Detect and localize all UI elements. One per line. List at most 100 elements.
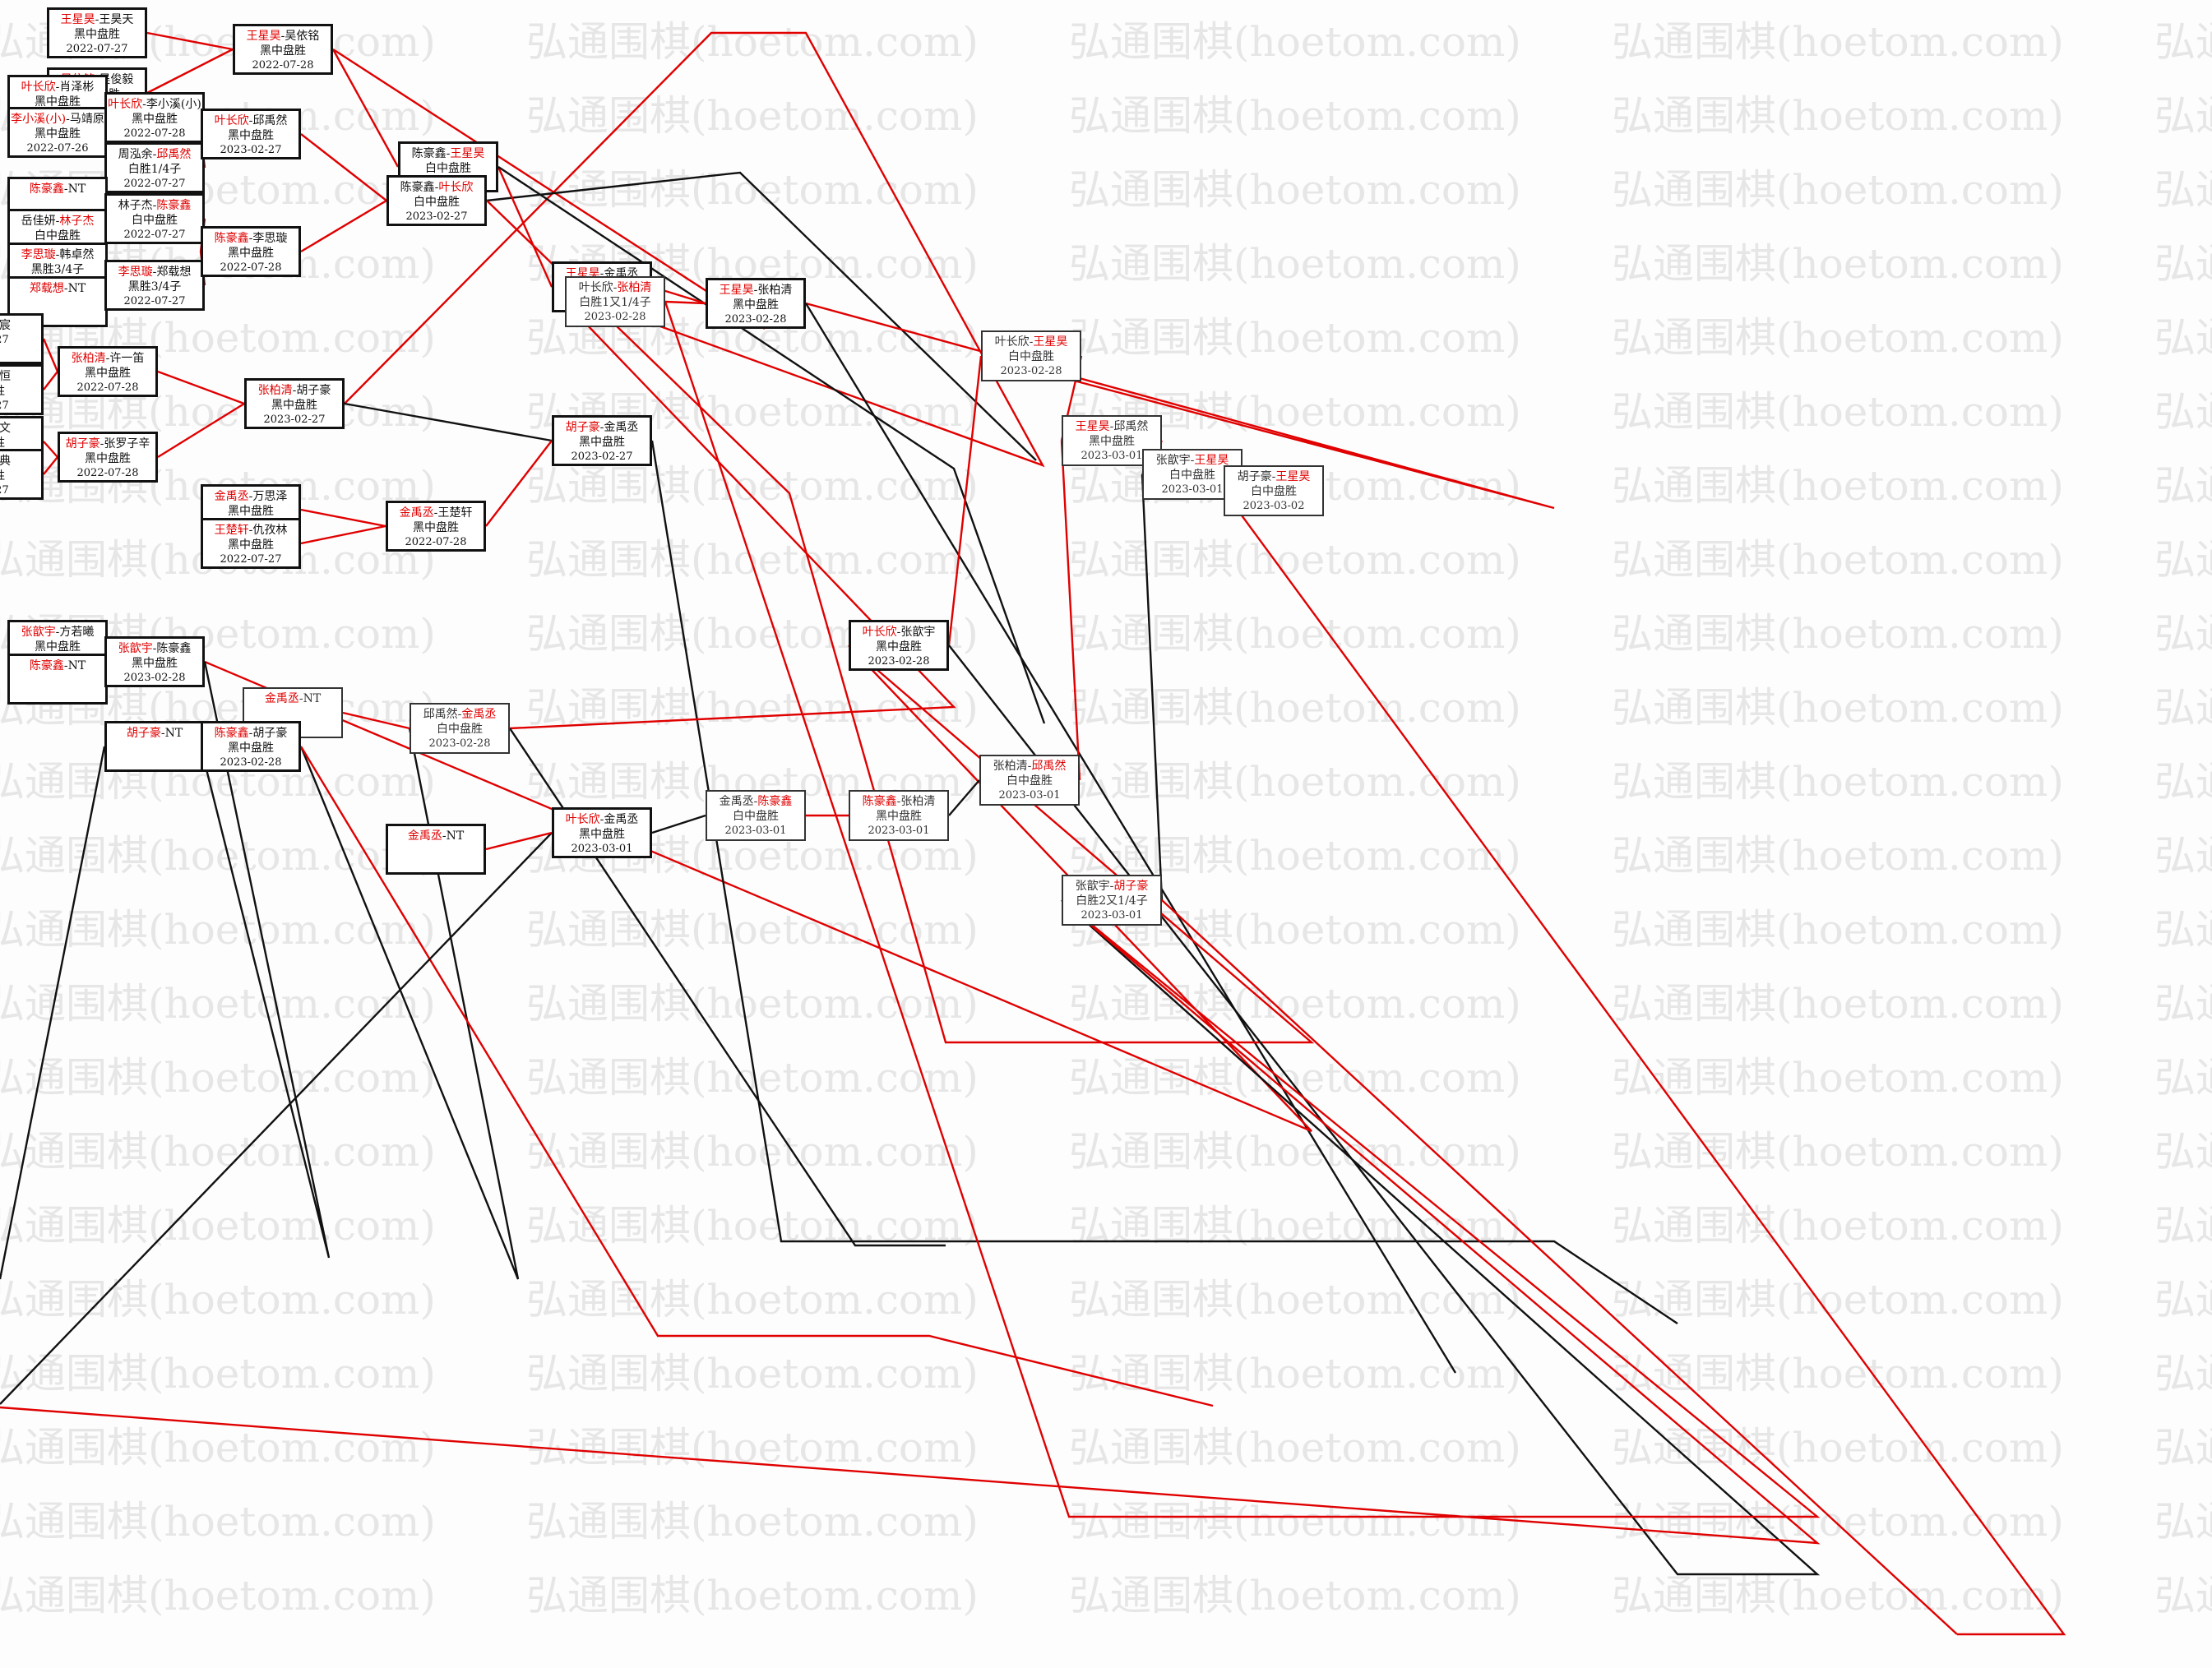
- match-players: 傅健恒: [0, 369, 41, 384]
- player-white: NT: [67, 282, 86, 295]
- separator: -: [599, 267, 604, 280]
- watermark-text: 弘通围棋(hoetom.com): [2154, 1350, 2212, 1398]
- separator: -: [63, 282, 68, 295]
- watermark-text: 弘通围棋(hoetom.com): [2154, 1276, 2212, 1324]
- player-white: 李欣宸: [0, 319, 11, 332]
- match-result: 黑中盘胜: [132, 657, 178, 670]
- separator: -: [1029, 335, 1034, 349]
- player-black: 叶长欣: [862, 626, 897, 639]
- match-date: 2023-03-02: [1243, 500, 1305, 512]
- watermark-text: 弘通围棋(hoetom.com): [1612, 462, 2064, 510]
- watermark-text: 弘通围棋(hoetom.com): [2154, 684, 2212, 732]
- bracket-line: [299, 728, 520, 1280]
- watermark-text: 弘通围棋(hoetom.com): [1612, 314, 2064, 362]
- match-players: 李小溪(小)-马靖原: [10, 112, 105, 127]
- player-white: 邱禹然: [252, 114, 288, 127]
- separator: -: [1190, 454, 1195, 467]
- watermark-text: 弘通围棋(hoetom.com): [526, 166, 979, 214]
- player-black: 张歆宇: [118, 642, 153, 655]
- match-date: 2023-02-28: [123, 672, 186, 684]
- watermark-text: 弘通围棋(hoetom.com): [1069, 1498, 1521, 1546]
- match-box: 金禹丞-NT: [386, 824, 486, 875]
- watermark-text: 弘通围棋(hoetom.com): [526, 1498, 979, 1546]
- match-result: 白中盘胜: [1251, 485, 1297, 498]
- bracket-line: [509, 728, 946, 1247]
- separator: -: [446, 147, 451, 160]
- match-date: 2022-07-28: [76, 467, 139, 479]
- match-players: 李欣宸: [0, 318, 41, 333]
- match-date: 2023-02-28: [428, 737, 491, 750]
- match-date: 2022-07-28: [405, 536, 467, 548]
- player-black: 金禹丞: [407, 829, 442, 843]
- bracket-line: [947, 355, 983, 646]
- watermark-text: 弘通围棋(hoetom.com): [526, 1276, 979, 1324]
- match-date: 2022-07-28: [220, 261, 282, 274]
- watermark-text: 弘通围棋(hoetom.com): [526, 18, 979, 66]
- match-result: 黑中盘胜: [413, 521, 459, 534]
- match-players: 叶长欣-张柏清: [567, 280, 664, 295]
- match-result: 白中盘胜: [1169, 469, 1215, 482]
- separator: -: [152, 199, 157, 212]
- watermark-text: 弘通围棋(hoetom.com): [1069, 240, 1521, 288]
- match-players: 金禹丞-NT: [244, 691, 341, 706]
- separator: -: [55, 81, 60, 94]
- bracket-line: [331, 49, 400, 168]
- player-white: 许一笛: [109, 352, 145, 365]
- match-players: 张歆宇-陈豪鑫: [107, 641, 202, 656]
- bracket-line: [43, 456, 58, 475]
- match-result: 黑中盘胜: [579, 436, 625, 449]
- separator: -: [55, 626, 60, 639]
- match-result: 黑中盘胜: [228, 538, 274, 552]
- player-white: 郑载想: [156, 266, 192, 279]
- separator: -: [280, 30, 285, 43]
- player-white: 邱禹然: [1031, 760, 1067, 773]
- match-players: 张柏清-许一笛: [60, 351, 155, 366]
- watermark-text: 弘通围棋(hoetom.com): [1612, 92, 2064, 140]
- separator: -: [248, 114, 253, 127]
- separator: -: [1109, 880, 1114, 893]
- watermark-text: 弘通围棋(hoetom.com): [1069, 92, 1521, 140]
- player-black: 张歆宇: [1075, 880, 1110, 893]
- match-date: 2023-02-28: [868, 655, 930, 668]
- match-date: 2022-07-27: [66, 43, 128, 55]
- match-box: 曾楚典盘胜07-27: [0, 449, 44, 500]
- player-white: 傅健恒: [0, 370, 11, 383]
- player-white: 胡子豪: [1113, 880, 1149, 893]
- separator: -: [95, 13, 99, 26]
- match-result: 盘胜: [0, 436, 41, 450]
- bracket-line: [157, 402, 245, 459]
- match-result: 白胜1/4子: [127, 163, 182, 176]
- player-black: 李思璇: [118, 266, 153, 279]
- watermark-text: 弘通围棋(hoetom.com): [2154, 240, 2212, 288]
- match-date: 2023-02-27: [571, 450, 633, 463]
- match-players: 王星昊-吴依铭: [235, 29, 331, 44]
- player-white: 王昊天: [99, 13, 134, 26]
- match-players: 叶长欣-张歆宇: [851, 625, 946, 640]
- bracket-line: [300, 524, 386, 545]
- watermark-text: 弘通围棋(hoetom.com): [2154, 1128, 2212, 1176]
- separator: -: [753, 284, 758, 297]
- match-result: 黑中盘胜: [876, 640, 922, 654]
- watermark-text: 弘通围棋(hoetom.com): [1612, 388, 2064, 436]
- match-players: 陈豪鑫-NT: [10, 658, 105, 673]
- bracket-line: [664, 301, 1821, 1518]
- match-date: 2023-03-01: [1081, 450, 1143, 462]
- player-white: 陈豪鑫: [757, 795, 793, 808]
- match-date: 2022-07-27: [123, 295, 186, 307]
- bracket-line: [300, 199, 387, 253]
- match-result: 黑中盘胜: [228, 505, 274, 518]
- bracket-line: [1161, 899, 1958, 1635]
- match-players: 陈豪鑫-李思璇: [203, 231, 298, 246]
- watermark-text: 弘通围棋(hoetom.com): [1069, 980, 1521, 1028]
- watermark-text: 弘通围棋(hoetom.com): [1069, 314, 1521, 362]
- match-result: 黑中盘胜: [260, 44, 306, 58]
- watermark-text: 弘通围棋(hoetom.com): [2154, 166, 2212, 214]
- bracket-line: [344, 402, 553, 442]
- watermark-text: 弘通围棋(hoetom.com): [1612, 166, 2064, 214]
